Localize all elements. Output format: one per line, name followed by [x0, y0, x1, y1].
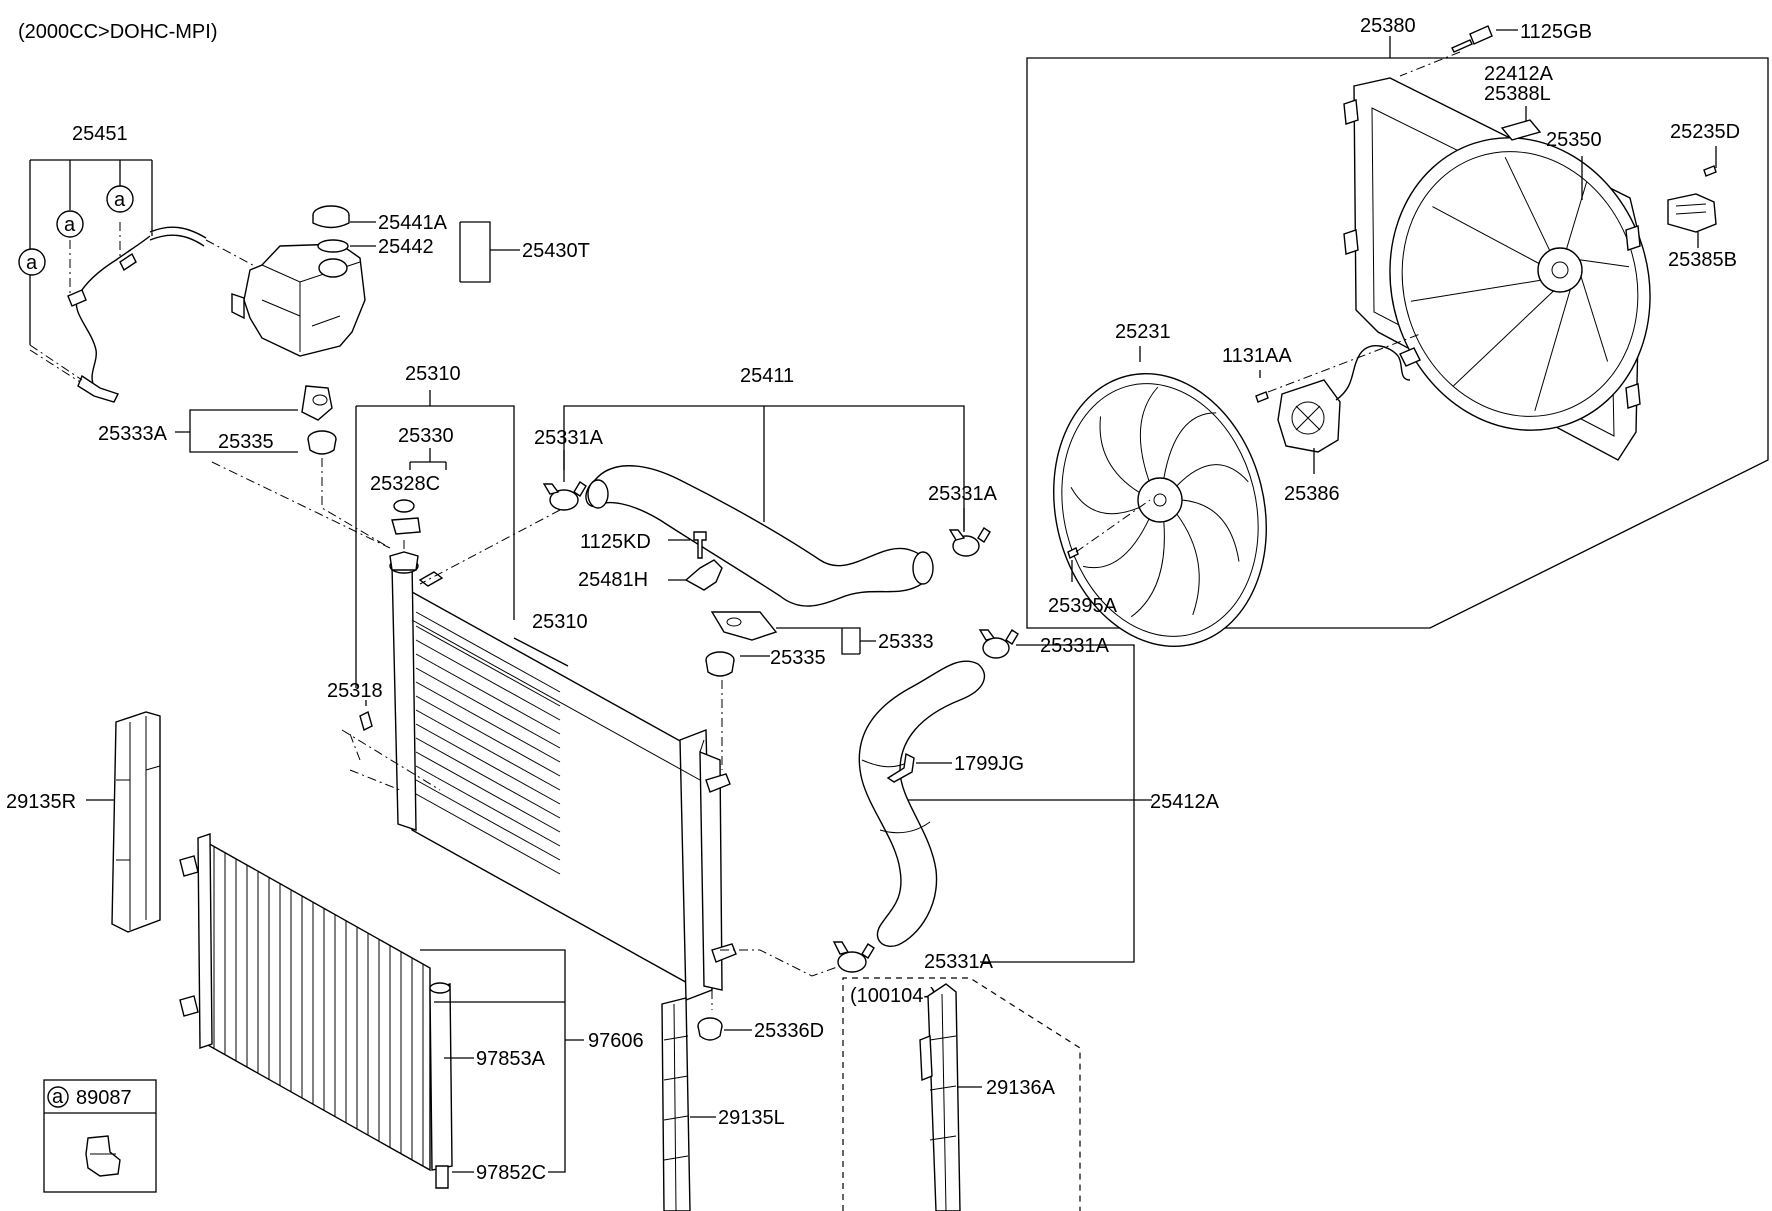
label-25388L: 25388L — [1484, 83, 1551, 105]
label-25333A: 25333A — [98, 423, 168, 445]
hose-clamp-2 — [948, 527, 991, 557]
label-1131AA: 1131AA — [1222, 345, 1292, 367]
screw-25235D — [1703, 165, 1717, 177]
hose-clip — [77, 374, 119, 403]
cap-seal — [317, 239, 349, 253]
bolt-1125GB — [1451, 25, 1493, 53]
label-1125GB: 1125GB — [1520, 21, 1592, 43]
label-25380: 25380 — [1360, 15, 1416, 37]
upper-radiator-hose — [585, 465, 934, 607]
resistor-25385B — [1667, 193, 1717, 233]
label-97852C: 97852C — [476, 1162, 546, 1184]
label-25441A: 25441A — [378, 212, 448, 234]
label-1125KD: 1125KD — [580, 531, 651, 553]
screw-25395A — [1067, 547, 1079, 559]
label-25331A-3: 25331A — [1040, 635, 1110, 657]
label-25411: 25411 — [740, 365, 794, 387]
label-plate-25388L — [1500, 119, 1542, 141]
mount-bracket-left — [301, 385, 337, 455]
motor-connector — [1399, 347, 1421, 367]
label-25385B: 25385B — [1668, 249, 1737, 271]
label-25386: 25386 — [1284, 483, 1340, 505]
label-25430T: 25430T — [522, 240, 590, 262]
hose-clamp-1 — [542, 481, 587, 511]
label-25330: 25330 — [398, 425, 454, 447]
svg-text:a: a — [114, 189, 126, 211]
bolt-1125KD — [693, 531, 707, 559]
fan-blades — [1070, 386, 1249, 618]
radiator — [389, 551, 737, 1002]
hose-bracket-25481H — [684, 559, 723, 591]
reservoir-hose-group: a a a — [18, 159, 263, 403]
label-25318: 25318 — [327, 680, 383, 702]
label-25235D: 25235D — [1670, 121, 1740, 143]
condenser-fins — [213, 846, 424, 1166]
cap-25330 — [391, 517, 421, 535]
drain-plug — [359, 710, 373, 732]
svg-text:a: a — [52, 1086, 64, 1108]
label-25481H: 25481H — [578, 569, 648, 591]
svg-text:a: a — [26, 252, 38, 274]
label-22412A: 22412A — [1484, 63, 1554, 85]
label-25333: 25333 — [878, 631, 934, 653]
label-97853A: 97853A — [476, 1048, 546, 1070]
air-guard-29135L — [661, 997, 691, 1211]
shroud-spokes — [1410, 156, 1630, 411]
lower-radiator-hose — [858, 660, 986, 947]
condenser-fitting — [435, 1165, 449, 1189]
label-29136A: 29136A — [986, 1077, 1056, 1099]
label-25331A-2: 25331A — [928, 483, 998, 505]
radiator-fins — [415, 611, 561, 875]
label-29135R: 29135R — [6, 791, 76, 813]
svg-text:a: a — [64, 214, 76, 236]
reservoir-hose — [75, 235, 151, 387]
label-25412A: 25412A — [1150, 791, 1220, 813]
hose-clamp-4 — [832, 941, 875, 973]
label-25231: 25231 — [1115, 321, 1171, 343]
cooling-fan — [1053, 373, 1267, 647]
label-97606: 97606 — [588, 1030, 644, 1052]
label-25451: 25451 — [72, 123, 128, 145]
screw-1131AA — [1255, 391, 1269, 403]
air-guard-29136A — [919, 983, 961, 1211]
air-guard-29135R — [111, 711, 161, 933]
label-25335-right: 25335 — [770, 647, 826, 669]
fan-assembly-outline — [1026, 57, 1769, 629]
label-25310: 25310 — [532, 611, 588, 633]
reservoir-hose-upper — [149, 226, 207, 247]
label-29135L: 29135L — [718, 1107, 785, 1129]
label-25350: 25350 — [1546, 129, 1602, 151]
mount-bracket-right — [705, 611, 778, 677]
label-25395A: 25395A — [1048, 595, 1118, 617]
callout-marker-a-2 — [56, 210, 84, 238]
label-25442: 25442 — [378, 236, 434, 258]
label-25331A-4: 25331A — [924, 951, 994, 973]
engine-note: (2000CC>DOHC-MPI) — [18, 21, 217, 43]
fan-shroud — [1343, 77, 1651, 461]
label-25331A-1: 25331A — [534, 427, 604, 449]
clip-89087 — [85, 1135, 121, 1177]
clip-1799JG — [886, 752, 915, 783]
callout-marker-a-3 — [106, 185, 134, 213]
legend-part-number: 89087 — [76, 1087, 132, 1109]
label-1799JG: 1799JG — [954, 753, 1024, 775]
o-ring — [393, 499, 415, 513]
reservoir-tank — [231, 205, 366, 357]
label-25328C: 25328C — [370, 473, 440, 495]
callout-marker-a-1 — [18, 248, 46, 276]
label-25335-left: 25335 — [218, 431, 274, 453]
fan-motor — [1277, 345, 1421, 453]
date-note: (100104-) — [850, 985, 937, 1007]
condenser — [179, 833, 453, 1189]
hose-clamp-3 — [978, 629, 1019, 659]
label-25336D: 25336D — [754, 1020, 824, 1042]
label-25310-top: 25310 — [405, 363, 461, 385]
legend-box-89087: a 89087 — [43, 1079, 157, 1193]
